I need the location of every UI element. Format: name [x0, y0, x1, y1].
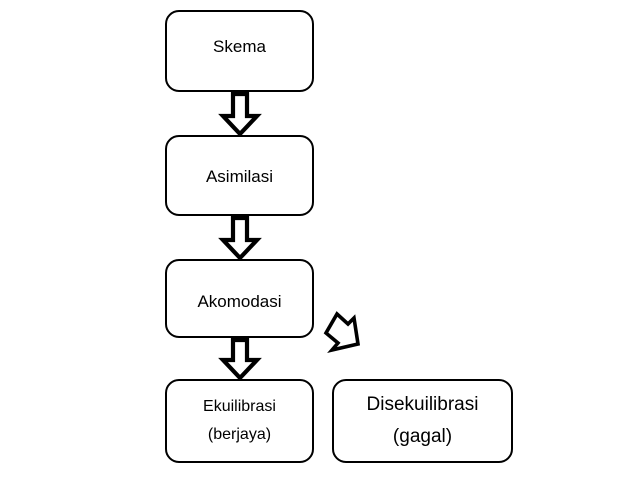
node-ekuilibrasi-label: Ekuilibrasi: [203, 397, 276, 415]
node-disekuilibrasi-label: Disekuilibrasi: [366, 393, 479, 415]
node-ekuilibrasi[interactable]: Ekuilibrasi (berjaya): [165, 379, 314, 463]
node-disekuilibrasi-sublabel: (gagal): [392, 425, 453, 447]
block-arrow-down-icon: [218, 337, 262, 382]
node-asimilasi-label: Asimilasi: [205, 167, 274, 187]
node-skema[interactable]: Skema: [165, 10, 314, 92]
block-arrow-down-right-icon: [323, 311, 361, 353]
node-akomodasi-label: Akomodasi: [197, 292, 282, 312]
block-arrow-down-icon: [218, 215, 262, 262]
node-disekuilibrasi[interactable]: Disekuilibrasi (gagal): [332, 379, 513, 463]
node-akomodasi[interactable]: Akomodasi: [165, 259, 314, 338]
node-asimilasi[interactable]: Asimilasi: [165, 135, 314, 216]
node-skema-label: Skema: [213, 36, 266, 56]
block-arrow-down-icon: [218, 91, 262, 138]
node-ekuilibrasi-sublabel: (berjaya): [207, 425, 272, 443]
